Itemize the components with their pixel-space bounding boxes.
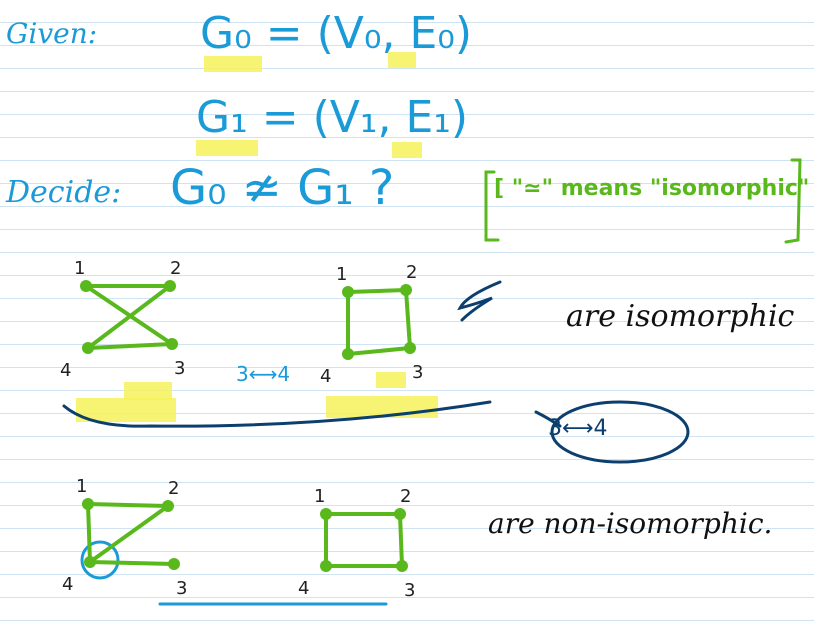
result-non-isomorphic: are non-isomorphic. <box>488 507 773 540</box>
highlight-graph1 <box>76 398 176 422</box>
edge-2-4 <box>86 284 172 350</box>
mapping-label: 3⟷4 <box>236 362 291 386</box>
vertex-4 <box>320 560 332 572</box>
edge-2-4 <box>88 504 170 564</box>
highlight-g0 <box>204 56 262 72</box>
highlight-e0 <box>388 52 416 68</box>
edge-4-3 <box>86 342 174 350</box>
vertex-1 <box>82 498 94 510</box>
vertex-label-1: 1 <box>76 476 87 497</box>
decide-expression: G₀ ≄ G₁ ? <box>170 160 395 216</box>
vertex-label-4: 4 <box>298 578 309 599</box>
vertex-label-1: 1 <box>336 264 347 285</box>
edge-3-4 <box>346 346 412 356</box>
vertex-label-4: 4 <box>62 574 73 595</box>
vertex-4 <box>82 342 94 354</box>
edge-4-3 <box>88 560 176 566</box>
vertex-2 <box>400 284 412 296</box>
graph-e1-g1: 1 2 3 4 <box>60 258 185 381</box>
graph-e2-g2: 1 2 3 4 <box>298 486 415 601</box>
vertex-label-2: 2 <box>170 258 181 279</box>
vertex-label-4: 4 <box>320 366 331 387</box>
vertex-label-3: 3 <box>174 358 185 379</box>
vertex-2 <box>164 280 176 292</box>
mapping-circle-tail <box>534 410 562 428</box>
vertex-label-2: 2 <box>168 478 179 499</box>
vertex-label-2: 2 <box>400 486 411 507</box>
vertex-3 <box>396 560 408 572</box>
g1-definition: G₁ = (V₁, E₁) <box>196 92 469 143</box>
example1-underline <box>62 400 492 428</box>
vertex-2 <box>394 508 406 520</box>
highlight-e1 <box>392 142 422 158</box>
given-label: Given: <box>6 17 98 50</box>
result-isomorphic: are isomorphic <box>566 299 795 334</box>
edge-1-2 <box>86 502 170 508</box>
vertex-label-4: 4 <box>60 360 71 381</box>
graph-e2-g1: 1 2 3 4 <box>62 476 187 599</box>
vertex-label-1: 1 <box>314 486 325 507</box>
edge-2-3 <box>404 288 412 350</box>
graph-e1-g2: 1 2 3 4 <box>320 262 423 387</box>
vertex-1 <box>80 280 92 292</box>
highlight-graph1-top <box>124 382 172 400</box>
highlight-graph2-top <box>376 372 406 388</box>
vertex-label-3: 3 <box>404 580 415 601</box>
edge-1-2 <box>346 288 408 294</box>
highlight-g1 <box>196 140 258 156</box>
vertex-4 <box>84 556 96 568</box>
vertex-1 <box>342 286 354 298</box>
edge-2-3 <box>398 512 404 568</box>
g0-definition: G₀ = (V₀, E₀) <box>200 8 473 59</box>
vertex-3 <box>168 558 180 570</box>
note-bracket <box>484 158 802 244</box>
vertex-1 <box>320 508 332 520</box>
check-mark-icon <box>457 280 502 322</box>
graphs-layer: 1 2 3 4 1 2 3 4 1 2 3 4 1 2 3 4 <box>60 258 423 601</box>
vertex-label-2: 2 <box>406 262 417 283</box>
vertex-label-3: 3 <box>412 362 423 383</box>
vertex-label-3: 3 <box>176 578 187 599</box>
vertex-2 <box>162 500 174 512</box>
decide-label: Decide: <box>6 175 122 210</box>
circled-mapping: 3⟷4 <box>548 416 608 441</box>
edge-1-4 <box>86 502 92 564</box>
vertex-label-1: 1 <box>74 258 85 279</box>
vertex-3 <box>166 338 178 350</box>
vertex4-circle-icon <box>80 540 120 580</box>
vertex-3 <box>404 342 416 354</box>
vertex-4 <box>342 348 354 360</box>
isomorphic-note: [ "≃" means "isomorphic" ] <box>494 176 814 201</box>
mapping-circle-icon <box>550 400 690 464</box>
